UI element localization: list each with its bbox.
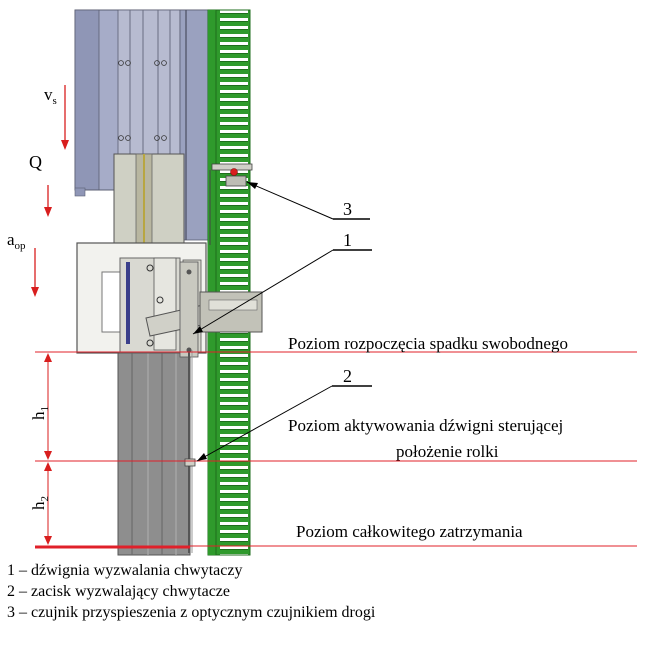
legend-item-3: 3 – czujnik przyspieszenia z optycznym c…: [7, 604, 376, 621]
load-arrow: [44, 185, 52, 217]
h2-dimension-arrow: [44, 462, 52, 545]
label-lever-activation-2: położenie rolki: [396, 442, 499, 461]
acceleration-sensor: [209, 163, 253, 245]
legend: 1 – dźwignia wyzwalania chwytaczy 2 – za…: [7, 560, 427, 623]
label-free-fall-start: Poziom rozpoczęcia spadku swobodnego: [288, 334, 568, 353]
cabin-body: [74, 9, 209, 246]
load-symbol: Q: [29, 152, 42, 172]
velocity-symbol: vs: [44, 85, 57, 107]
deceleration-symbol: aop: [7, 230, 26, 252]
toothed-rack: [207, 9, 251, 556]
h2-symbol: h2: [29, 496, 51, 510]
h1-symbol: h1: [29, 406, 51, 420]
callout-1-label: 1: [343, 230, 352, 250]
callout-2: 2: [196, 366, 372, 462]
velocity-arrow: [61, 85, 69, 150]
label-full-stop: Poziom całkowitego zatrzymania: [296, 522, 523, 541]
deceleration-arrow: [31, 248, 39, 297]
trip-rod: [184, 350, 196, 553]
legend-item-2: 2 – zacisk wyzwalający chwytacze: [7, 583, 230, 600]
callout-2-label: 2: [343, 366, 352, 386]
callout-3: 3: [246, 181, 370, 220]
label-lever-activation-1: Poziom aktywowania dźwigni sterującej: [288, 416, 563, 435]
callout-3-label: 3: [343, 199, 352, 219]
h1-dimension-arrow: [44, 353, 52, 460]
legend-item-1: 1 – dźwignia wyzwalania chwytaczy: [7, 562, 243, 579]
callout-1: 1: [192, 230, 372, 335]
